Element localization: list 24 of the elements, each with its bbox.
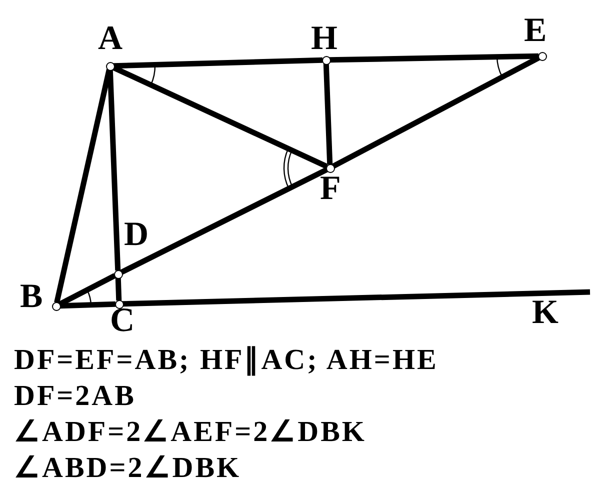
point-label: K — [532, 296, 558, 330]
point-label: H — [311, 22, 338, 56]
equation-text: ∠ABD=2∠DBK — [14, 451, 242, 486]
point-label: C — [110, 304, 135, 338]
equation-text: ∠ADF=2∠AEF=2∠DBK — [14, 415, 368, 450]
line-segment — [59, 301, 116, 309]
line-segment — [115, 277, 122, 301]
equation-text: DF=EF=AB; HF∥AC; AH=HE — [14, 343, 438, 378]
point-marker — [52, 302, 60, 310]
point-marker — [322, 56, 330, 64]
point-marker — [538, 52, 546, 60]
point-label: A — [98, 22, 123, 56]
point-label: E — [524, 14, 547, 48]
line-segment — [120, 167, 328, 275]
point-label: D — [124, 218, 149, 252]
line-segment — [323, 63, 333, 165]
point-marker — [106, 62, 114, 70]
equation-text: DF=2AB — [14, 379, 137, 414]
line-segment — [113, 57, 323, 69]
point-label: B — [20, 280, 43, 314]
point-label: F — [320, 172, 341, 206]
line-segment — [107, 69, 121, 271]
line-segment — [122, 289, 590, 307]
line-segment — [329, 53, 539, 63]
